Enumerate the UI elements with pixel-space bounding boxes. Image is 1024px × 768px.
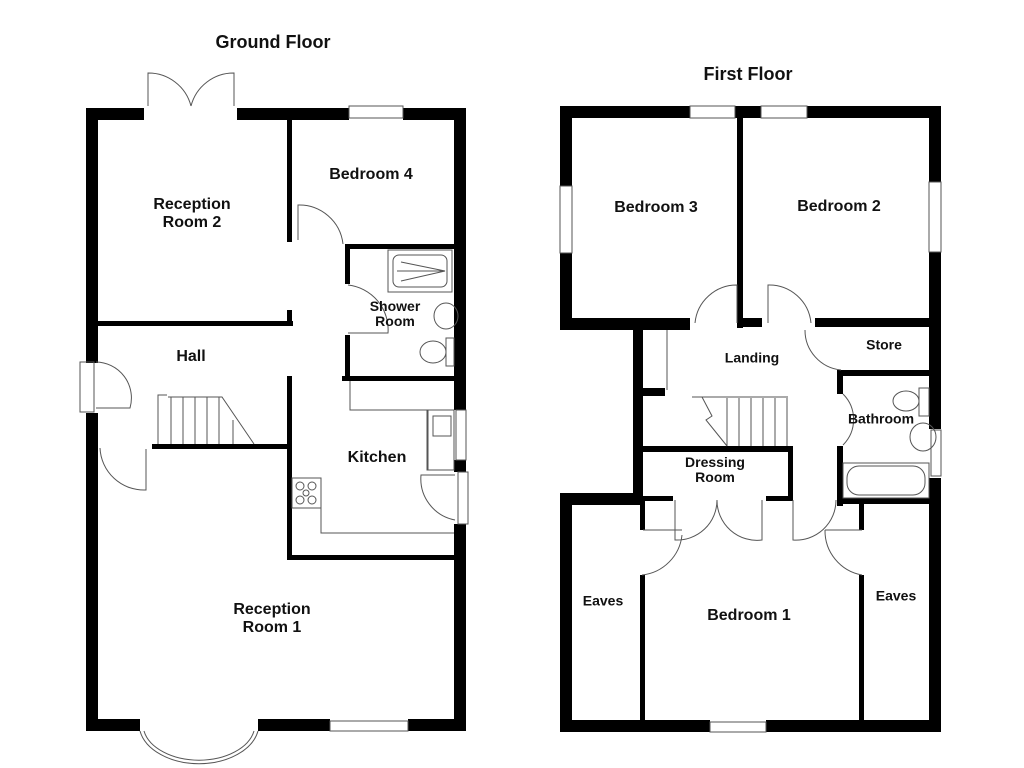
room-label-landing: Landing [724, 349, 780, 366]
room-label-bedroom-4: Bedroom 4 [329, 166, 413, 183]
room-label-eaves-right: Eaves [875, 587, 917, 604]
room-label-reception-room-1: Reception Room 1 [233, 601, 311, 636]
room-label-kitchen: Kitchen [347, 449, 407, 466]
first-floor-walls [560, 106, 941, 732]
room-label-dressing-room: Dressing Room [685, 454, 745, 485]
room-label-shower-room: Shower Room [369, 298, 421, 329]
first-floor-fixtures [559, 105, 942, 733]
room-label-reception-room-2: Reception Room 2 [153, 196, 231, 231]
room-label-store: Store [866, 336, 902, 353]
ground-floor-title: Ground Floor [215, 32, 331, 52]
room-label-hall: Hall [176, 348, 206, 365]
room-label-bedroom-3: Bedroom 3 [614, 199, 698, 216]
room-label-bedroom-2: Bedroom 2 [797, 198, 881, 215]
ground-floor-fixtures [79, 72, 469, 765]
first-floor-title: First Floor [703, 64, 793, 84]
ground-floor-walls [86, 108, 466, 731]
room-label-bedroom-1: Bedroom 1 [707, 607, 791, 624]
room-label-eaves-left: Eaves [582, 592, 624, 609]
room-label-bathroom: Bathroom [847, 410, 915, 427]
